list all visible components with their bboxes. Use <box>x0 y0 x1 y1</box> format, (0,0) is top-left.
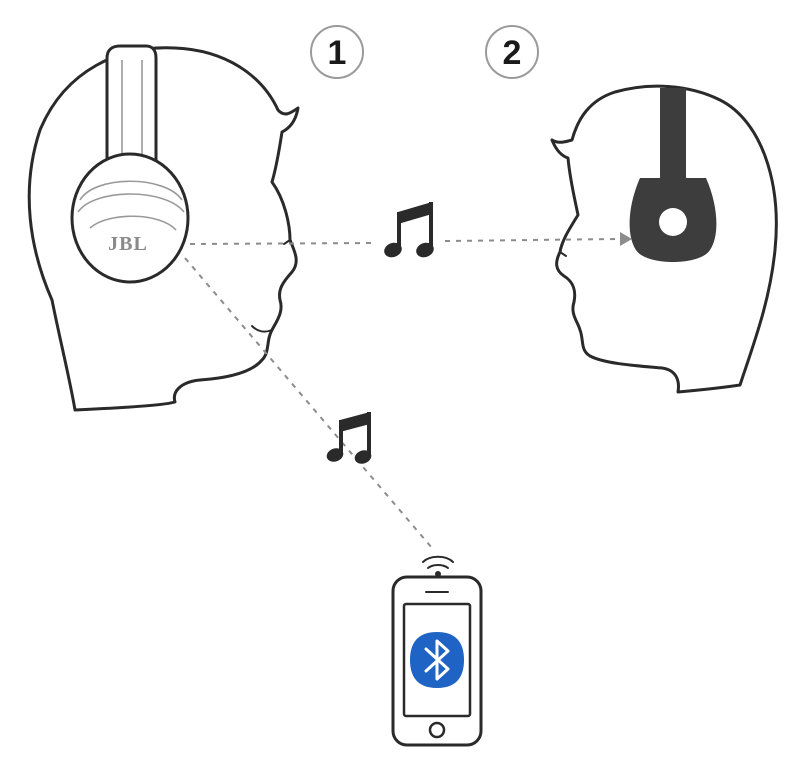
brand-label: JBL <box>108 233 148 255</box>
signal-line-phone-to-headphone <box>184 257 433 549</box>
step-badge-1: 1 <box>310 25 364 79</box>
signal-line-headphone-to-headphone <box>189 232 632 246</box>
dark-headphones <box>629 88 717 262</box>
bluetooth-icon <box>410 632 464 688</box>
step-badge-2-label: 2 <box>503 34 522 72</box>
music-note-icon-2 <box>326 412 372 464</box>
step-badge-1-label: 1 <box>328 34 347 72</box>
step-badge-2: 2 <box>485 25 539 79</box>
wireless-signal-icon <box>422 555 454 577</box>
white-headphones: JBL <box>70 44 190 284</box>
music-note-icon <box>384 202 434 258</box>
